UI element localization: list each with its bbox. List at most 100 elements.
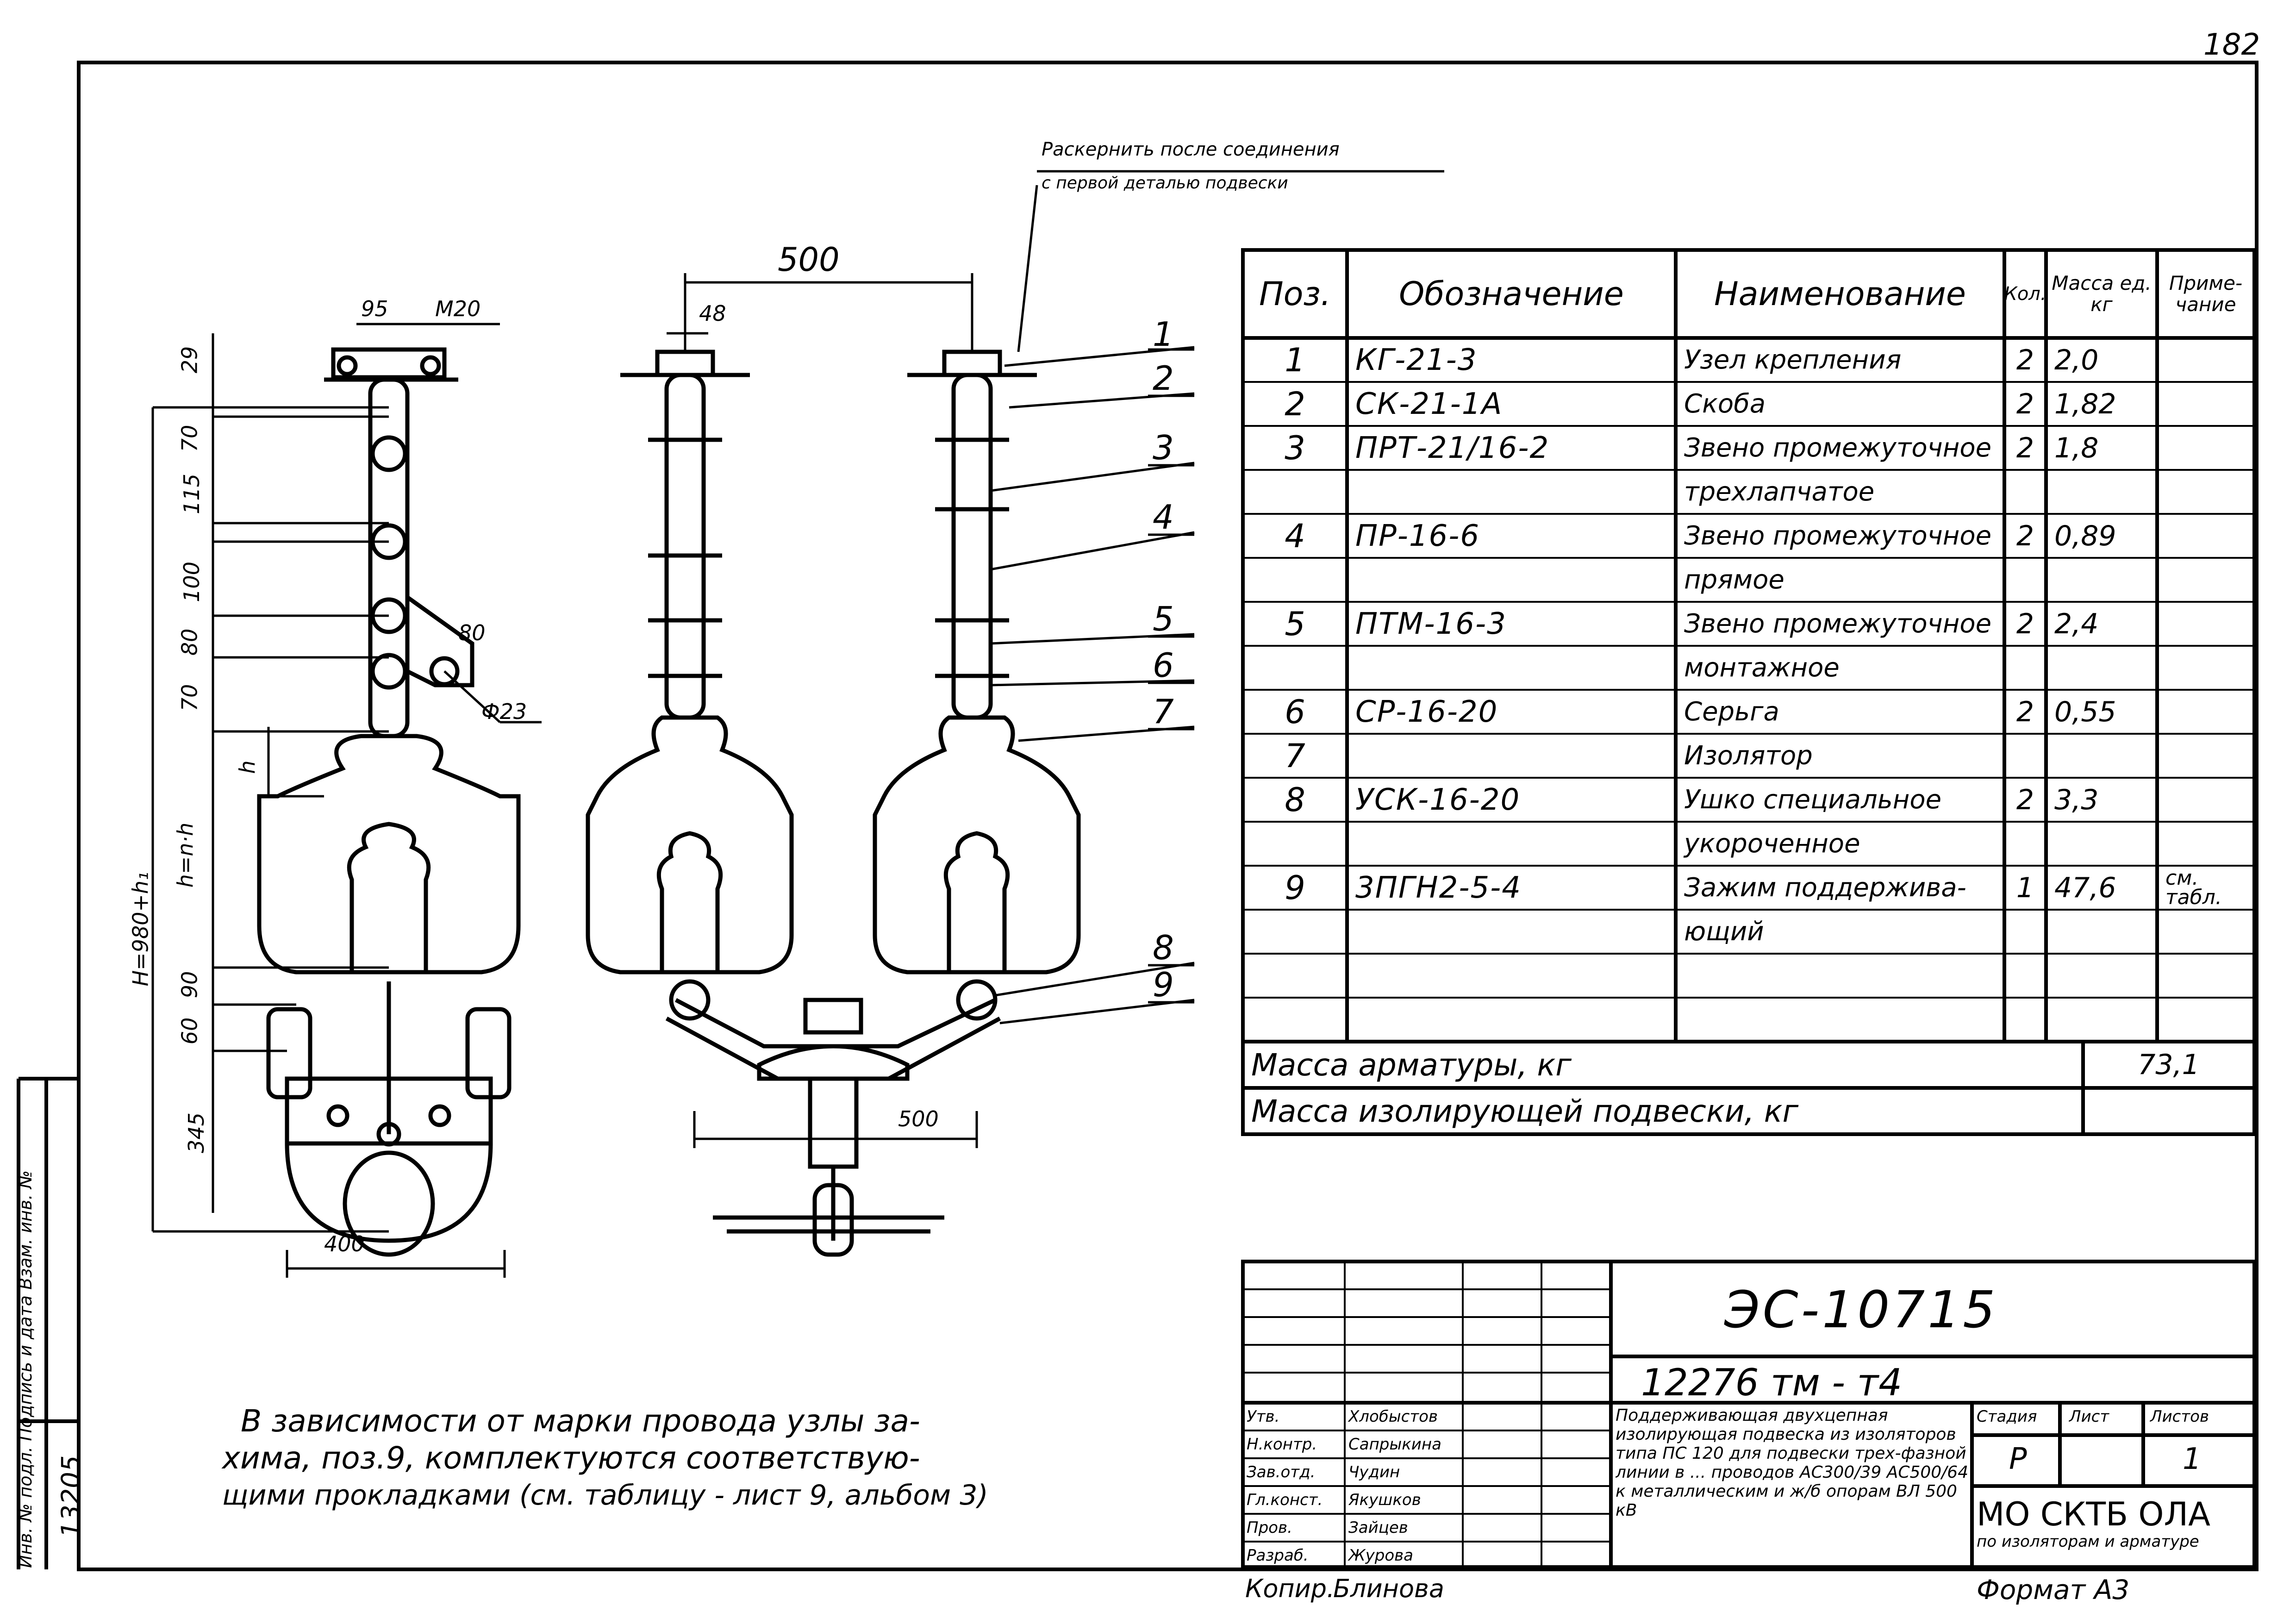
left-dimension-lines xyxy=(151,323,542,1278)
spec-cell-note xyxy=(2157,690,2254,734)
spec-cell-mass xyxy=(2046,646,2157,690)
pos-number-8: 8 xyxy=(1153,928,1174,967)
spec-cell-name: трехлапчатое xyxy=(1684,477,1875,507)
dim-29: 29 xyxy=(177,346,202,374)
bottom-note-line-3: щими прокладками (см. таблицу - лист 9, … xyxy=(222,1479,988,1512)
spec-cell-pos: 8 xyxy=(1285,781,1305,819)
spec-cell-note: см. табл. xyxy=(2165,866,2222,909)
spec-cell-name: Зажим поддержива- xyxy=(1684,873,1966,903)
spec-cell-pos: 9 xyxy=(1285,868,1305,907)
spec-cell-qty xyxy=(2004,734,2046,778)
spec-cell-qty: 1 xyxy=(2016,871,2034,904)
spec-cell-qty xyxy=(2004,558,2046,602)
spec-cell-mass xyxy=(2046,734,2157,778)
spec-cell-mass xyxy=(2046,822,2157,866)
signature-name: Якушков xyxy=(1348,1491,1421,1509)
spec-cell-designation: 3ПГН2-5-4 xyxy=(1355,870,1522,905)
right-assembly-view xyxy=(586,350,1081,1257)
spec-cell-pos: 5 xyxy=(1285,605,1305,643)
spec-cell-qty: 2 xyxy=(2016,607,2034,640)
pos-number-9: 9 xyxy=(1153,965,1174,1004)
title-block-grid xyxy=(1241,1260,2256,1569)
pos-number-5: 5 xyxy=(1153,600,1174,638)
signature-role: Гл.конст. xyxy=(1247,1491,1323,1509)
spec-cell-mass: 47,6 xyxy=(2054,871,2116,904)
dim-total-h: Н=980+h₁ xyxy=(128,872,153,987)
spec-cell-name: Узел крепления xyxy=(1684,345,1902,375)
spec-cell-mass: 3,3 xyxy=(2054,783,2099,816)
title-block-sig-grid xyxy=(1243,1262,1611,1567)
spec-cell-designation xyxy=(1347,910,1676,954)
spec-cell-name: ющий xyxy=(1684,917,1764,947)
spec-cell-pos xyxy=(1243,954,1347,998)
spec-cell-pos xyxy=(1243,822,1347,866)
signature-role: Разраб. xyxy=(1247,1546,1309,1565)
spec-cell-note xyxy=(2157,910,2254,954)
spec-cell-qty xyxy=(2004,646,2046,690)
spec-cell-name: Скоба xyxy=(1684,389,1766,419)
spec-cell-designation: КГ-21-3 xyxy=(1355,343,1478,377)
spec-cell-mass xyxy=(2046,470,2157,514)
spec-cell-designation: СК-21-1А xyxy=(1355,387,1503,421)
dim-500-top: 500 xyxy=(778,241,840,279)
spec-cell-qty xyxy=(2004,998,2046,1042)
spec-cell-name: монтажное xyxy=(1684,653,1840,683)
organization: МО СКТБ ОЛА xyxy=(1977,1495,2210,1533)
copied-by-label: Копир. xyxy=(1245,1574,1335,1603)
signature-name: Чудин xyxy=(1348,1463,1400,1481)
right-dimension-lines xyxy=(667,170,1444,1148)
spec-cell-pos xyxy=(1243,646,1347,690)
signature-name: Хлобыстов xyxy=(1348,1407,1438,1426)
spec-cell-note xyxy=(2157,734,2254,778)
dim-70b: 70 xyxy=(177,684,202,712)
spec-cell-name: Звено промежуточное xyxy=(1684,433,1992,463)
spec-table-rowlines xyxy=(1243,381,2254,999)
pos-number-6: 6 xyxy=(1153,646,1174,685)
spec-cell-qty: 2 xyxy=(2016,519,2034,552)
spec-cell-name xyxy=(1676,998,2004,1042)
dim-400: 400 xyxy=(324,1231,365,1256)
spec-cell-designation xyxy=(1347,954,1676,998)
side-stamp-label: Инв. № подл. Подпись и дата Взам. инв. № xyxy=(15,1170,36,1568)
spec-cell-note xyxy=(2157,470,2254,514)
spec-cell-mass xyxy=(2046,998,2157,1042)
specification-table: Поз. Обозначение Наименование Кол. Масса… xyxy=(1243,250,2254,1134)
spec-cell-name: прямое xyxy=(1684,565,1784,595)
spec-cell-pos xyxy=(1243,470,1347,514)
organization-sub: по изоляторам и арматуре xyxy=(1977,1532,2199,1551)
dim-100: 100 xyxy=(179,562,204,602)
dim-80b: 80 xyxy=(458,620,486,645)
spec-cell-designation xyxy=(1347,734,1676,778)
bottom-note: В зависимости от марки провода узлы за- … xyxy=(222,1403,988,1514)
copied-by-name: Блинова xyxy=(1333,1574,1444,1603)
spec-cell-designation xyxy=(1347,646,1676,690)
sheets-total-value: 1 xyxy=(2183,1442,2202,1476)
spec-cell-mass: 1,8 xyxy=(2054,431,2099,464)
pos-number-4: 4 xyxy=(1153,498,1174,537)
spec-cell-pos xyxy=(1243,910,1347,954)
drawing-code: ЭС-10715 xyxy=(1724,1280,1998,1339)
spec-cell-name: укороченное xyxy=(1684,829,1860,859)
dim-70a: 70 xyxy=(177,425,202,452)
spec-cell-designation: СР-16-20 xyxy=(1355,694,1498,729)
spec-cell-name xyxy=(1676,954,2004,998)
signature-role: Пров. xyxy=(1247,1518,1292,1537)
header-qty: Кол. xyxy=(2004,283,2046,305)
spec-cell-pos: 2 xyxy=(1285,385,1305,423)
spec-cell-qty: 2 xyxy=(2016,695,2034,728)
spec-cell-designation xyxy=(1347,470,1676,514)
header-mass: Масса ед. кг xyxy=(2052,272,2152,316)
bottom-note-line-1: В зависимости от марки провода узлы за- xyxy=(241,1403,920,1439)
spec-cell-mass xyxy=(2046,558,2157,602)
pos-number-3: 3 xyxy=(1153,428,1174,467)
sheets-label: Листов xyxy=(2150,1407,2209,1426)
signature-name: Сапрыкина xyxy=(1348,1435,1441,1454)
stage-value: Р xyxy=(2009,1442,2027,1476)
left-assembly-view xyxy=(257,347,521,1257)
spec-cell-qty: 2 xyxy=(2016,783,2034,816)
signature-name: Журова xyxy=(1348,1546,1414,1565)
dim-90: 90 xyxy=(177,971,202,999)
top-note-line-1: Раскернить после соединения xyxy=(1042,139,1340,160)
signature-name: Зайцев xyxy=(1348,1518,1408,1537)
